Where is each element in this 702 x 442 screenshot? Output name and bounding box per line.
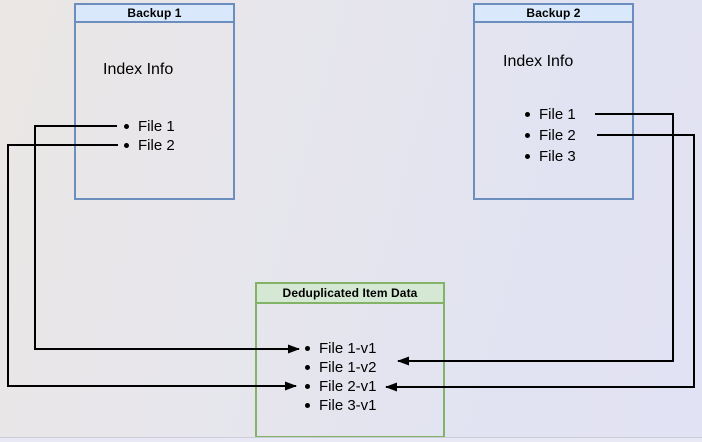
backup2-container: Backup 2 Index Info File 1 File 2 File 3	[473, 3, 634, 200]
backup1-file-list: File 1 File 2	[124, 117, 175, 155]
dedup-file1v1-item: File 1-v1	[305, 339, 377, 358]
backup1-index-info-label: Index Info	[103, 61, 174, 78]
bullet-icon	[525, 133, 530, 138]
dedup-file2v1-item: File 2-v1	[305, 377, 377, 396]
backup2-file3-item: File 3	[525, 146, 576, 167]
bullet-icon	[305, 384, 310, 389]
dedup-item-list: File 1-v1 File 1-v2 File 2-v1 File 3-v1	[305, 339, 377, 415]
dedup-file1v1-label: File 1-v1	[319, 340, 377, 357]
backup1-container: Backup 1 Index Info File 1 File 2	[74, 3, 235, 200]
backup2-file2-label: File 2	[539, 127, 576, 144]
backup2-file3-label: File 3	[539, 148, 576, 165]
dedup-file1v2-label: File 1-v2	[319, 359, 377, 376]
bullet-icon	[305, 403, 310, 408]
backup1-file2-item: File 2	[124, 136, 175, 155]
dedup-file3v1-item: File 3-v1	[305, 396, 377, 415]
backup1-file1-label: File 1	[138, 118, 175, 135]
bullet-icon	[305, 346, 310, 351]
backup2-file1-label: File 1	[539, 106, 576, 123]
dedup-file3v1-label: File 3-v1	[319, 397, 377, 414]
bullet-icon	[525, 154, 530, 159]
backup1-file2-label: File 2	[138, 137, 175, 154]
backup2-file1-item: File 1	[525, 104, 576, 125]
dedup-title: Deduplicated Item Data	[257, 284, 443, 304]
dedup-container: Deduplicated Item Data File 1-v1 File 1-…	[255, 282, 445, 438]
bullet-icon	[525, 112, 530, 117]
backup2-title: Backup 2	[475, 5, 632, 23]
bullet-icon	[124, 124, 129, 129]
backup1-file1-item: File 1	[124, 117, 175, 136]
backup2-file-list: File 1 File 2 File 3	[525, 104, 576, 167]
backup1-title: Backup 1	[76, 5, 233, 23]
dedup-file1v2-item: File 1-v2	[305, 358, 377, 377]
bullet-icon	[305, 365, 310, 370]
backup2-file2-item: File 2	[525, 125, 576, 146]
bottom-edge-strip	[0, 437, 702, 442]
dedup-file2v1-label: File 2-v1	[319, 378, 377, 395]
bullet-icon	[124, 143, 129, 148]
backup2-index-info-label: Index Info	[503, 53, 574, 70]
